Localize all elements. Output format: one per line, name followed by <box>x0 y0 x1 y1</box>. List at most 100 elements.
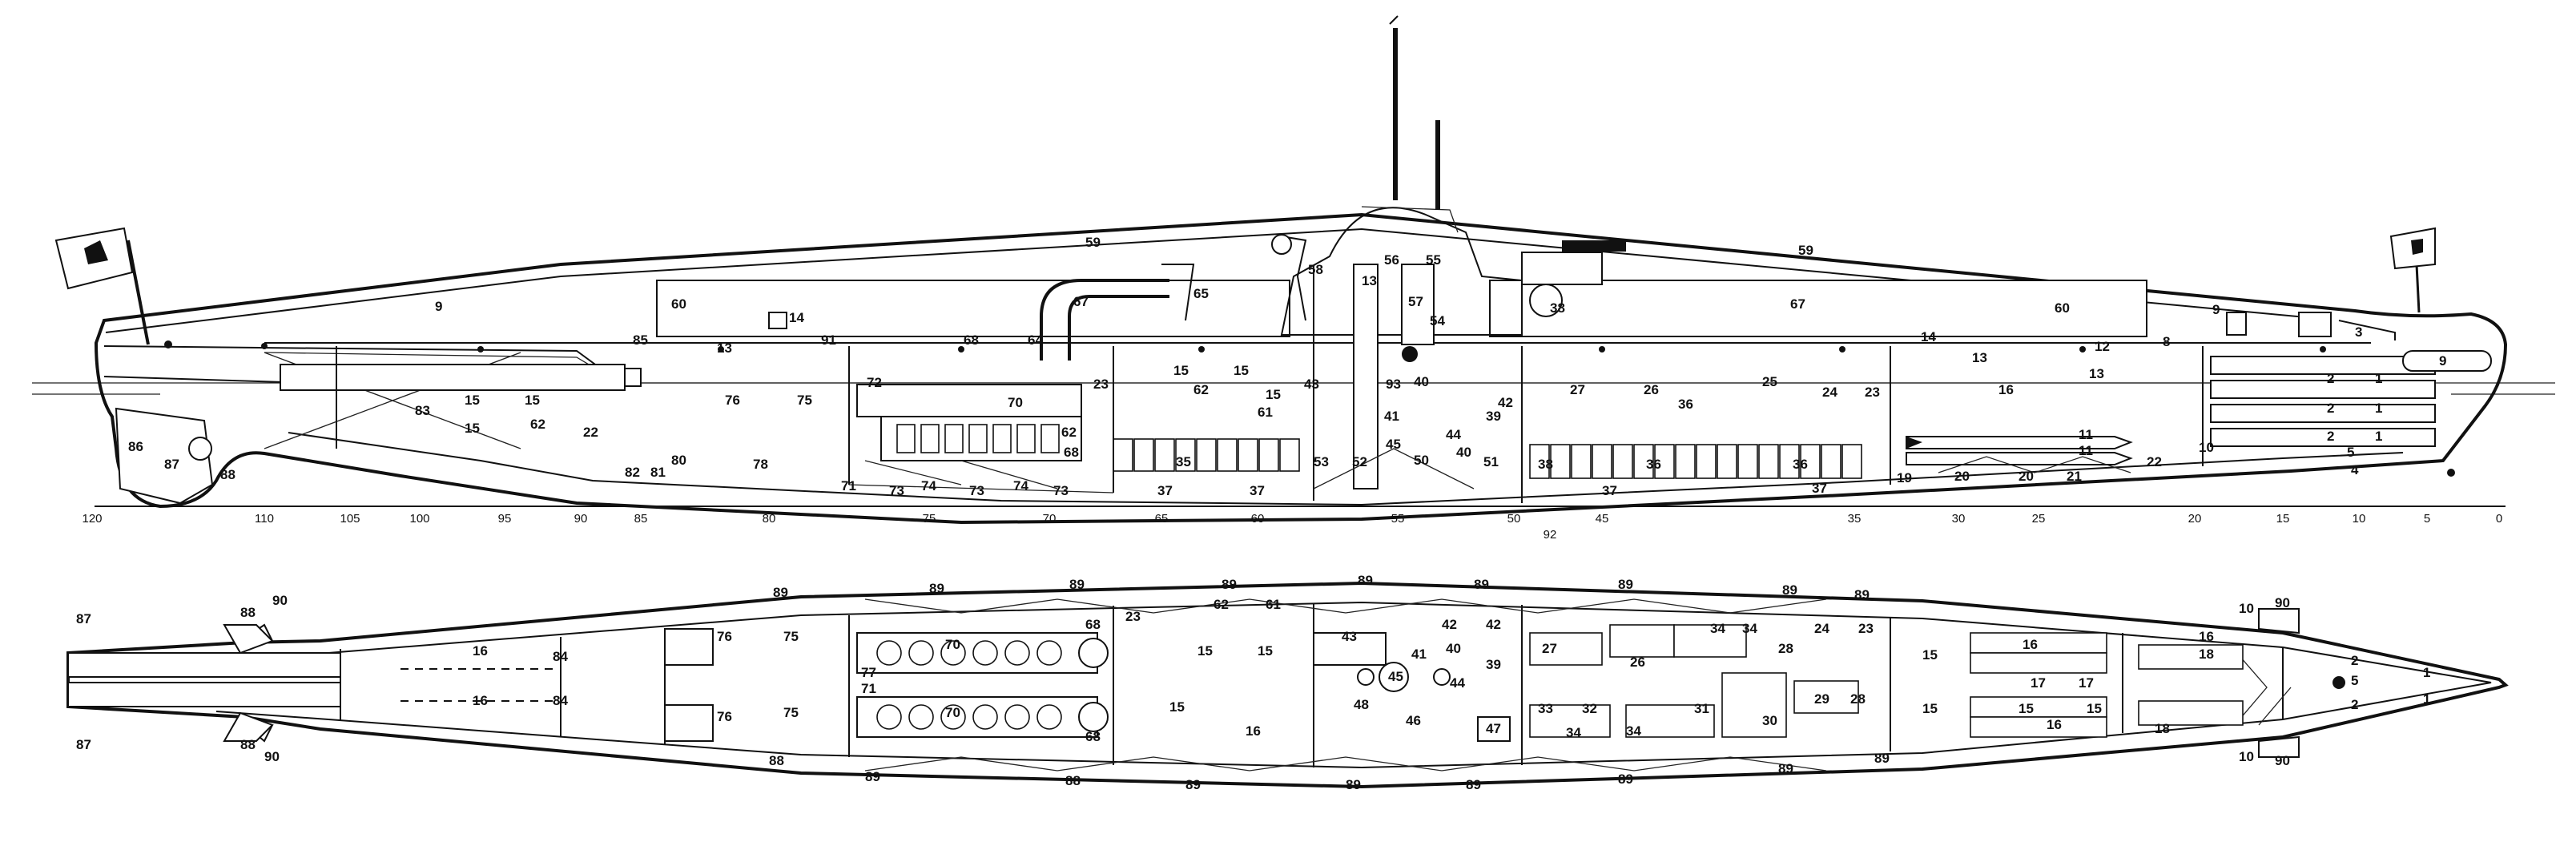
callout-label: 90 <box>2275 595 2290 610</box>
callout-label: 39 <box>1486 657 1501 672</box>
frame-label: 30 <box>1952 512 1966 526</box>
callout-label: 84 <box>553 649 568 664</box>
callout-label: 41 <box>1384 409 1399 424</box>
side-view-callouts: 59 59 9 9 60 60 67 67 14 91 68 64 65 58 … <box>128 235 2446 498</box>
callout-label: 15 <box>525 393 540 408</box>
callout-label: 89 <box>1222 577 1237 592</box>
callout-label: 23 <box>1093 377 1109 392</box>
callout-label: 13 <box>1972 350 1987 365</box>
callout-label: 37 <box>1812 481 1827 496</box>
callout-label: 77 <box>861 665 876 680</box>
callout-label: 30 <box>1762 713 1777 728</box>
frame-label: 95 <box>498 512 512 526</box>
callout-label: 18 <box>2155 721 2170 736</box>
callout-label: 10 <box>2199 440 2214 455</box>
callout-label: 61 <box>1258 405 1273 420</box>
callout-label: 16 <box>2023 637 2038 652</box>
callout-label: 43 <box>1342 629 1357 644</box>
callout-label: 83 <box>415 403 430 418</box>
superstructure-aft <box>656 280 1290 337</box>
callout-label: 15 <box>1173 363 1189 378</box>
callout-label: 22 <box>2147 454 2162 469</box>
callout-label: 48 <box>1354 697 1369 712</box>
callout-label: 89 <box>929 581 944 596</box>
deck-gun-fwd <box>1521 240 1626 317</box>
callout-label: 2 <box>2351 653 2358 668</box>
callout-label: 16 <box>473 693 488 708</box>
frame-label: 35 <box>1848 512 1862 526</box>
callout-label: 62 <box>1193 382 1209 397</box>
callout-label: 32 <box>1582 701 1597 716</box>
bulkheads <box>336 266 2204 503</box>
stern-torpedo-tubes <box>280 364 642 391</box>
callout-label: 15 <box>1922 647 1938 663</box>
air-intake-pipe <box>1040 279 1169 361</box>
callout-label: 2 <box>2327 371 2334 386</box>
callout-label: 28 <box>1850 691 1866 707</box>
battery-aft <box>1113 438 1300 472</box>
superstructure-fwd <box>1489 280 2147 337</box>
callout-label: 38 <box>1550 300 1565 316</box>
callout-label: 16 <box>1246 723 1261 739</box>
hull-rivets <box>164 340 2455 477</box>
callout-label: 15 <box>465 421 480 436</box>
conning-tower <box>1280 207 1523 336</box>
callout-label: 78 <box>753 457 768 472</box>
frame-label: 85 <box>634 512 648 526</box>
callout-label: 67 <box>1073 294 1089 309</box>
callout-label: 65 <box>1193 286 1209 301</box>
callout-label: 89 <box>773 585 788 600</box>
callout-label: 76 <box>717 709 732 724</box>
callout-label: 26 <box>1644 382 1659 397</box>
callout-label: 88 <box>1065 773 1081 788</box>
callout-label: 15 <box>1169 699 1185 715</box>
callout-label: 74 <box>921 478 936 493</box>
callout-label: 53 <box>1314 454 1329 469</box>
callout-label: 27 <box>1542 641 1557 656</box>
frame-label: 25 <box>2032 512 2046 526</box>
callout-label: 9 <box>435 299 442 314</box>
callout-label: 33 <box>1538 701 1553 716</box>
callout-label: 19 <box>1897 470 1912 485</box>
frame-label: 100 <box>409 512 429 526</box>
bow-torpedo-tubes <box>2210 350 2492 447</box>
callout-label: 15 <box>1922 701 1938 716</box>
callout-label: 18 <box>2199 647 2214 662</box>
frame-label: 105 <box>340 512 360 526</box>
callout-label: 15 <box>1197 643 1213 659</box>
flag-stern <box>54 227 150 345</box>
frame-label: 80 <box>763 512 776 526</box>
callout-label: 5 <box>2351 673 2358 688</box>
callout-label: 13 <box>1362 273 1377 288</box>
callout-label: 64 <box>1028 332 1043 348</box>
callout-label: 90 <box>2275 753 2290 768</box>
callout-label: 13 <box>717 340 732 356</box>
callout-label: 88 <box>769 753 784 768</box>
callout-label: 62 <box>530 417 545 432</box>
callout-label: 13 <box>2089 366 2104 381</box>
callout-label: 51 <box>1483 454 1499 469</box>
callout-label: 68 <box>1085 617 1101 632</box>
callout-label: 75 <box>783 629 799 644</box>
callout-label: 10 <box>2239 749 2254 764</box>
callout-label: 87 <box>76 611 91 626</box>
callout-label: 80 <box>671 453 686 468</box>
callout-label: 71 <box>841 478 856 493</box>
plan-stern-tubes <box>67 623 341 743</box>
callout-label: 37 <box>1157 483 1173 498</box>
callout-label: 44 <box>1446 427 1461 442</box>
callout-label: 37 <box>1602 483 1617 498</box>
keel-label: 92 <box>1544 528 1557 542</box>
callout-label: 62 <box>1061 425 1077 440</box>
callout-label: 1 <box>2375 401 2382 416</box>
callout-label: 89 <box>1618 771 1633 787</box>
callout-label: 5 <box>2347 445 2354 460</box>
periscope-head <box>1389 15 1399 25</box>
callout-label: 75 <box>783 705 799 720</box>
callout-label: 35 <box>1176 454 1191 469</box>
callout-label: 1 <box>2375 429 2382 444</box>
callout-label: 26 <box>1630 655 1645 670</box>
frame-label: 0 <box>2496 512 2502 526</box>
